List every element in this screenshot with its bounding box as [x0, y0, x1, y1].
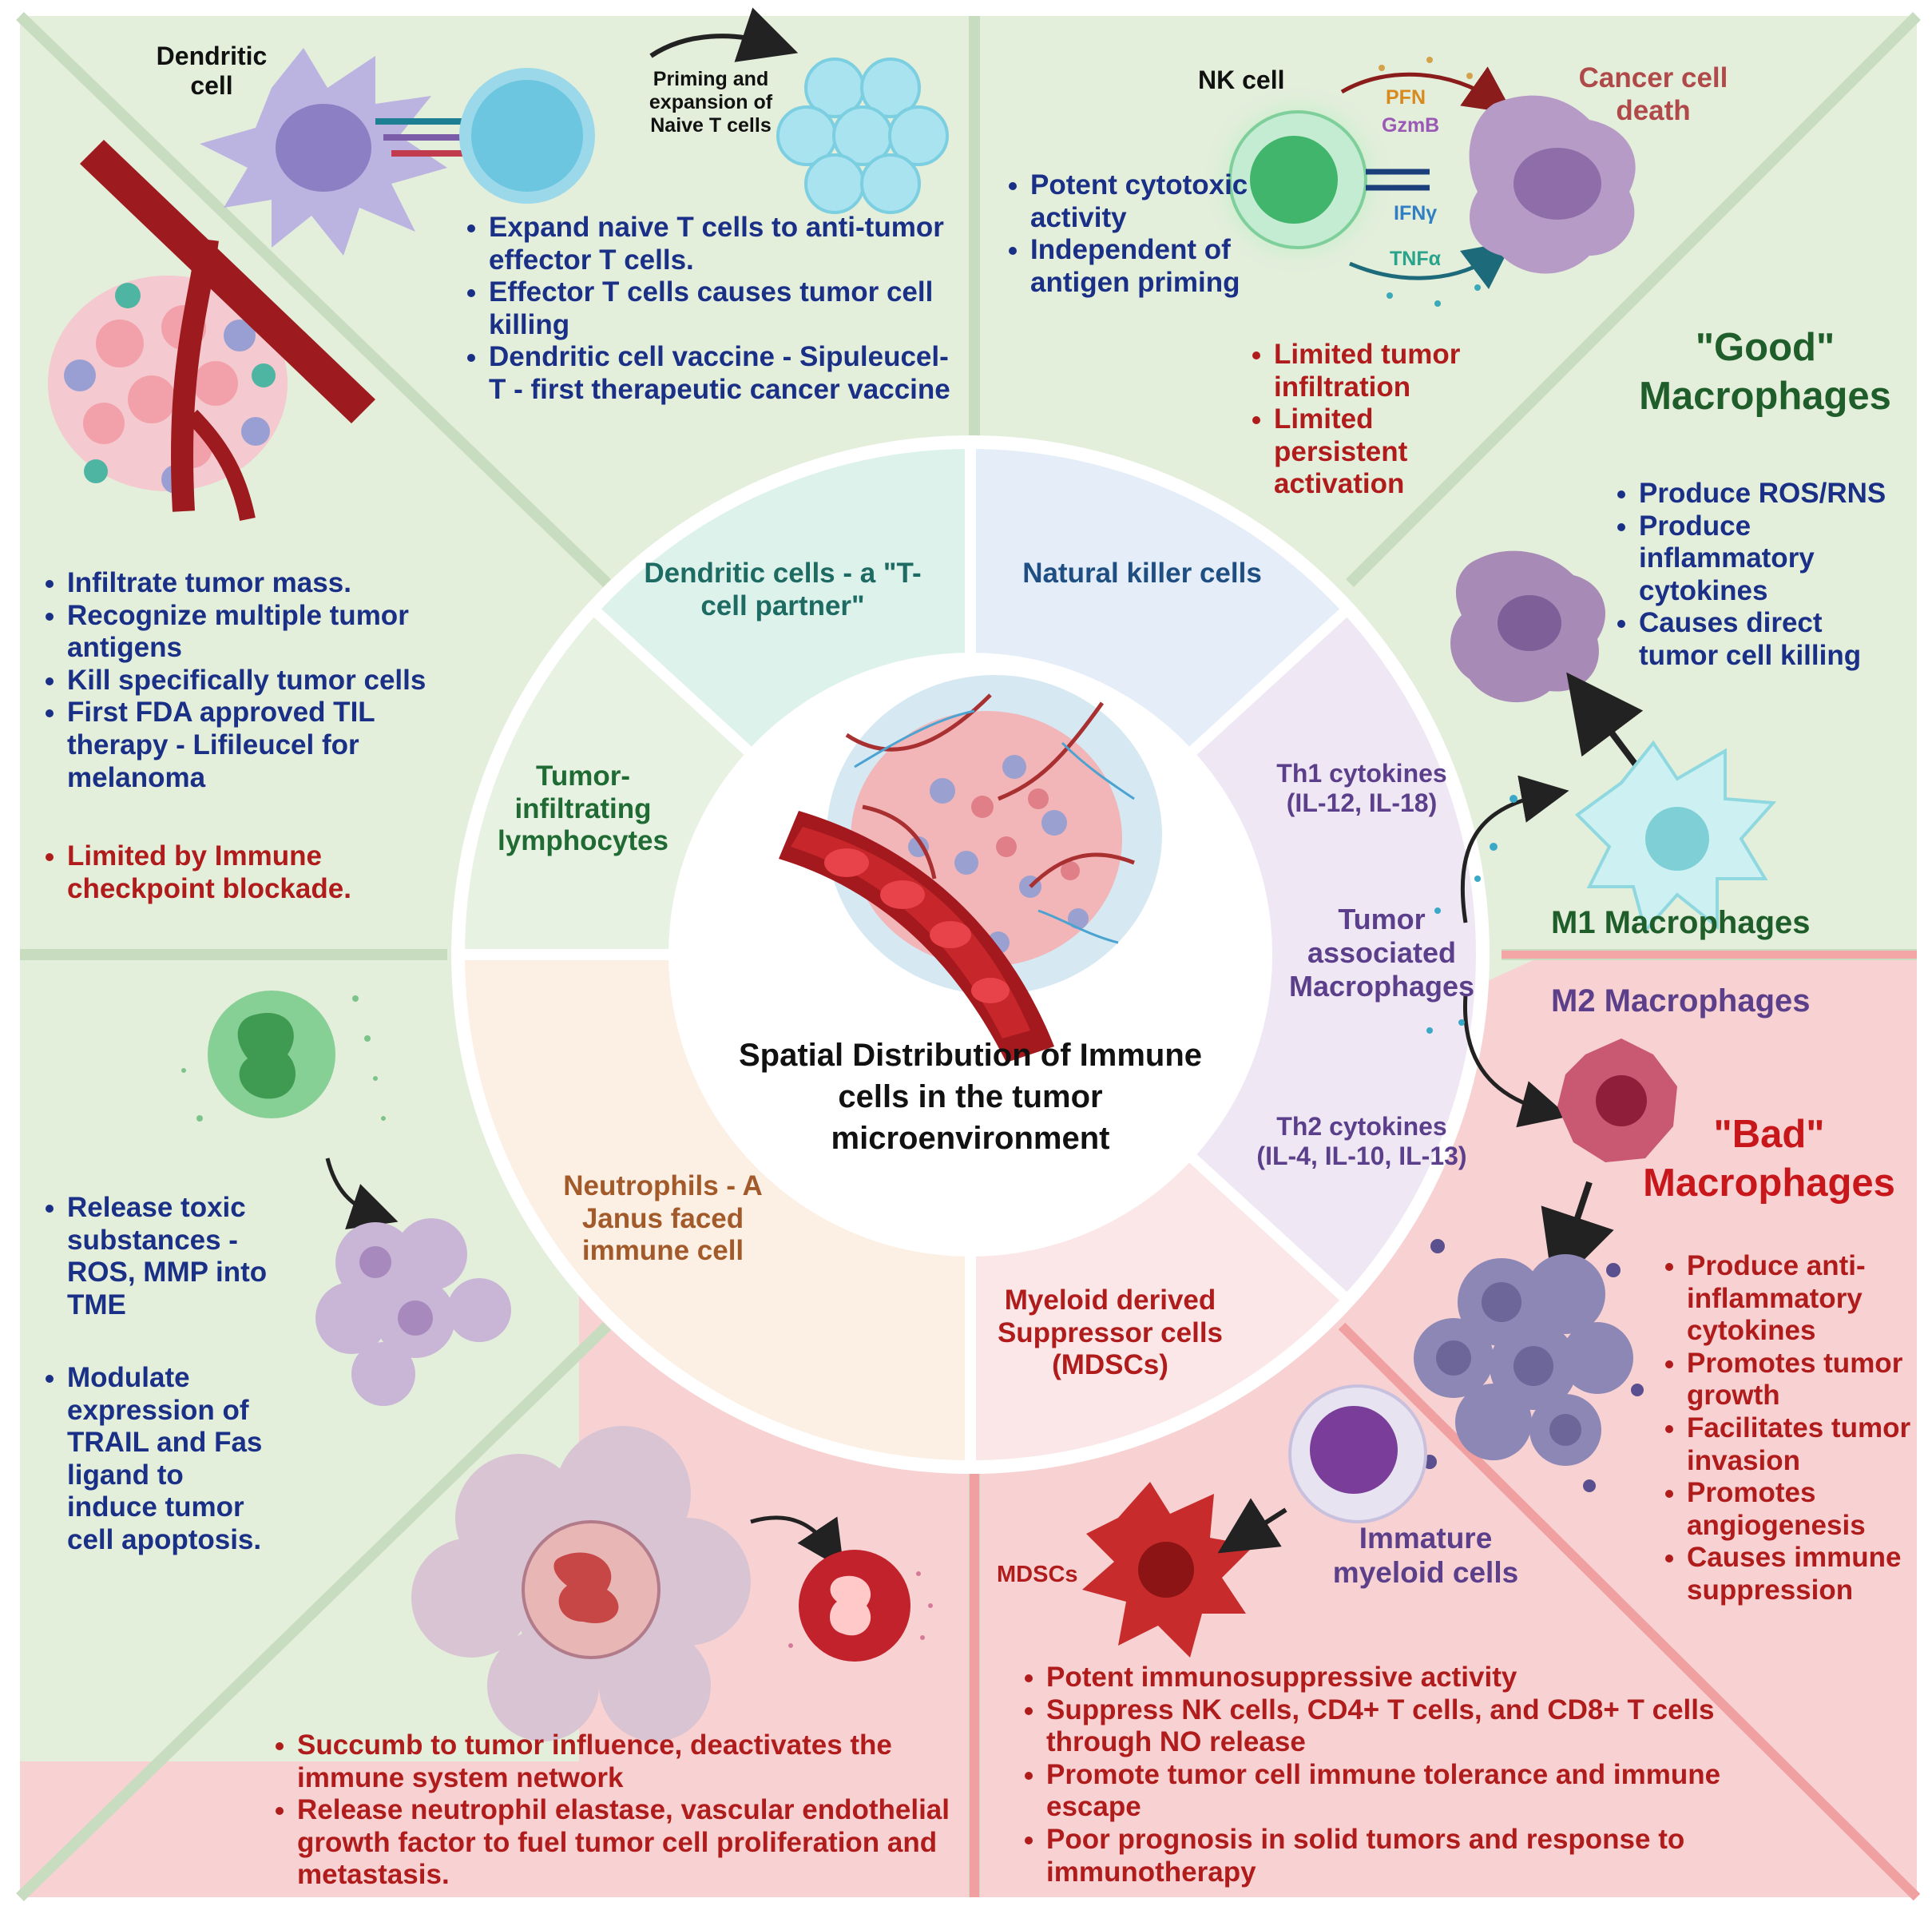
mdsc-cell — [1082, 1482, 1254, 1658]
m2-macrophages-label: M2 Macrophages — [1551, 983, 1811, 1019]
mdsc-bullet: Potent immunosuppressive activity — [1046, 1662, 1732, 1694]
priming-arrow — [649, 7, 799, 62]
wheel-label-neutrophils: Neutrophils - A Janus faced immune cell — [563, 1170, 763, 1267]
dendritic-bullet: Dendritic cell vaccine - Sipuleucel-T - … — [489, 341, 950, 406]
good-macrophage-bullet: Produce ROS/RNS — [1639, 478, 1909, 510]
wheel-label-tam: Tumor associated Macrophages — [1288, 903, 1475, 1003]
expanded-t-cells — [776, 58, 949, 214]
neutro-good-bullets-1: Release toxic substances - ROS, MMP into… — [34, 1192, 281, 1321]
m1-macrophages-label: M1 Macrophages — [1551, 905, 1811, 940]
wheel-label-til: Tumor-infiltrating lymphocytes — [498, 760, 668, 857]
til-tumor-illustration — [48, 140, 375, 521]
good-macrophage-bullet: Produce inflammatory cytokines — [1639, 510, 1909, 608]
bad-macrophage-bullet: Promotes tumor growth — [1687, 1348, 1929, 1412]
neutrophil-target-nuclei — [359, 1246, 433, 1336]
gzmb-label: GzmB — [1382, 114, 1440, 137]
m2-tumor-cluster — [1414, 1239, 1644, 1492]
til-good-bullets: Infiltrate tumor mass. Recognize multipl… — [34, 567, 465, 794]
mdsc-cell-label: MDSCs — [997, 1562, 1078, 1587]
bad-macrophage-title: "Bad" Macrophages — [1643, 1113, 1895, 1205]
neutro-bad-bullets: Succumb to tumor influence, deactivates … — [264, 1729, 966, 1892]
wheel-label-mdsc: Myeloid derived Suppressor cells (MDSCs) — [997, 1285, 1224, 1381]
nk-good-bullet: Independent of antigen priming — [1030, 234, 1260, 299]
nk-cell-illustration — [1202, 57, 1636, 307]
nk-cell-label: NK cell — [1198, 66, 1285, 94]
m2-macrophage — [1557, 1038, 1677, 1162]
m1-macrophage — [1574, 740, 1777, 935]
mdsc-bullet: Promote tumor cell immune tolerance and … — [1046, 1759, 1732, 1824]
m1-kill-arrow — [1566, 672, 1644, 769]
mdsc-bullets: Potent immunosuppressive activity Suppre… — [1013, 1662, 1732, 1888]
til-good-bullet: Infiltrate tumor mass. — [67, 567, 465, 600]
til-good-bullet: Kill specifically tumor cells — [67, 665, 465, 697]
priming-label: Priming and expansion of Naive T cells — [649, 68, 773, 137]
dendritic-bullet: Effector T cells causes tumor cell killi… — [489, 276, 950, 341]
dendritic-bullet: Expand naive T cells to anti-tumor effec… — [489, 212, 950, 276]
nk-bad-bullet: Limited tumor infiltration — [1274, 339, 1496, 403]
dendritic-bullets: Expand naive T cells to anti-tumor effec… — [455, 212, 950, 407]
ifng-label: IFNγ — [1394, 202, 1438, 224]
neutro-good-bullets-2: Modulate expression of TRAIL and Fas lig… — [34, 1362, 273, 1557]
wheel-label-nk: Natural killer cells — [1022, 558, 1262, 589]
neutro-good-bullet: Release toxic substances - ROS, MMP into… — [67, 1192, 281, 1321]
pfn-label: PFN — [1386, 86, 1426, 109]
th2-arrow — [1462, 994, 1569, 1128]
dendritic-cell-illustration — [200, 48, 595, 256]
cancer-death-label: Cancer cell death — [1578, 62, 1728, 126]
neutrophil-tumor-arrow — [750, 1515, 844, 1570]
bad-macrophage-bullet: Promotes angiogenesis — [1687, 1477, 1929, 1542]
til-bad-bullets: Limited by Immune checkpoint blockade. — [34, 840, 417, 905]
good-macrophage-bullet: Causes direct tumor cell killing — [1639, 607, 1909, 672]
nk-bad-bullets: Limited tumor infiltration Limited persi… — [1240, 339, 1496, 501]
cytokine-dots — [1426, 795, 1517, 1034]
neutrophil-arrow — [325, 1158, 399, 1229]
good-macrophage-title: "Good" Macrophages — [1639, 326, 1891, 419]
nk-bad-bullet: Limited persistent activation — [1274, 403, 1496, 501]
immature-myeloid-cell — [1288, 1384, 1427, 1523]
m2-diagonal — [1338, 1322, 1921, 1901]
neutrophil-illustration — [181, 991, 386, 1122]
neutro-good-bullet: Modulate expression of TRAIL and Fas lig… — [67, 1362, 273, 1557]
th1-arrow — [1460, 775, 1569, 923]
til-bad-bullet: Limited by Immune checkpoint blockade. — [67, 840, 417, 905]
immature-arrow — [1217, 1498, 1287, 1554]
tnfa-label: TNFα — [1390, 248, 1441, 270]
nk-good-bullets: Potent cytotoxic activity Independent of… — [997, 169, 1260, 299]
neutrophil-tumor-illustration — [411, 1426, 751, 1741]
n2-neutrophil — [788, 1550, 933, 1662]
mdsc-bullet: Poor prognosis in solid tumors and respo… — [1046, 1824, 1732, 1888]
bad-macrophage-bullets: Produce anti-inflammatory cytokines Prom… — [1653, 1250, 1929, 1607]
til-good-bullet: Recognize multiple tumor antigens — [67, 600, 465, 665]
wheel-rim — [454, 438, 1487, 1471]
neutro-bad-bullet: Release neutrophil elastase, vascular en… — [297, 1794, 966, 1892]
tumor-vessel-illustration — [779, 675, 1162, 1062]
nk-good-bullet: Potent cytotoxic activity — [1030, 169, 1260, 234]
m2-arrow — [1541, 1181, 1614, 1291]
mdsc-bullet: Suppress NK cells, CD4+ T cells, and CD8… — [1046, 1694, 1732, 1759]
bad-macrophage-bullet: Facilitates tumor invasion — [1687, 1412, 1929, 1477]
wheel-label-th1: Th1 cytokines (IL-12, IL-18) — [1276, 759, 1447, 818]
til-good-bullet: First FDA approved TIL therapy - Lifileu… — [67, 697, 465, 794]
good-macrophage-bullets: Produce ROS/RNS Produce inflammatory cyt… — [1605, 478, 1909, 673]
neutro-divider — [16, 1322, 611, 1901]
wheel-label-th2: Th2 cytokines (IL-4, IL-10, IL-13) — [1256, 1112, 1467, 1171]
center-title: Spatial Distribution of Immune cells in … — [738, 1038, 1203, 1156]
bad-macrophage-bullet: Produce anti-inflammatory cytokines — [1687, 1250, 1929, 1348]
wheel-label-dendritic: Dendritic cells - a "T-cell partner" — [644, 558, 922, 621]
dendritic-cell-label: Dendritic cell — [156, 42, 268, 101]
bad-macrophage-bullet: Causes immune suppression — [1687, 1542, 1929, 1606]
immature-myeloid-label: Immature myeloid cells — [1332, 1522, 1519, 1589]
neutro-bad-bullet: Succumb to tumor influence, deactivates … — [297, 1729, 966, 1794]
m1-target-cell — [1450, 550, 1605, 703]
